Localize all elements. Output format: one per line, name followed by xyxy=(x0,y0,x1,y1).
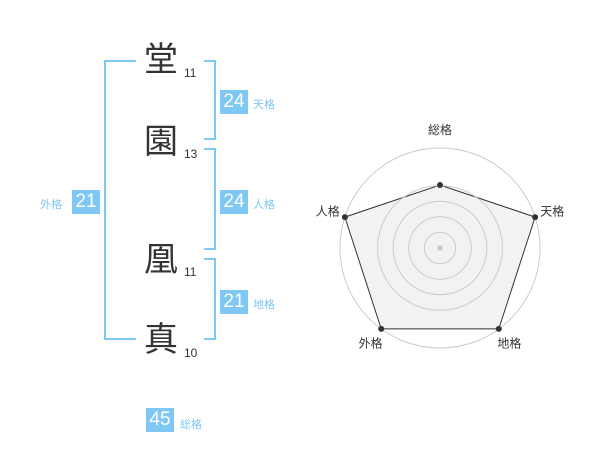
radar-point xyxy=(437,182,443,188)
chikaku-bracket xyxy=(204,258,216,340)
gaikaku-label: 外格 xyxy=(40,198,62,211)
radar-grid-ring xyxy=(408,216,472,280)
chikaku-label: 地格 xyxy=(253,298,275,311)
radar-grid-ring xyxy=(423,231,457,265)
tenkaku-label: 天格 xyxy=(253,98,275,111)
jinkaku-value: 24 xyxy=(220,190,248,214)
radar-point xyxy=(341,214,348,221)
radar-point xyxy=(495,325,502,332)
name-char-4: 真 xyxy=(144,320,178,360)
stroke-count-3: 11 xyxy=(184,265,197,279)
radar-axis-label: 人格 xyxy=(316,204,340,219)
name-char-2: 園 xyxy=(144,122,178,162)
radar-grid-ring xyxy=(392,200,488,296)
soukaku-label: 総格 xyxy=(180,418,202,431)
stroke-count-4: 10 xyxy=(184,346,198,360)
radar-point xyxy=(532,214,539,221)
name-char-3: 凰 xyxy=(144,240,178,280)
chikaku-value: 21 xyxy=(220,290,248,314)
radar-polygon xyxy=(344,184,536,330)
gaikaku-value: 21 xyxy=(72,190,100,214)
soukaku-value: 45 xyxy=(146,408,174,432)
gaikaku-bracket xyxy=(104,60,136,340)
radar-axis-label: 外格 xyxy=(359,335,383,350)
stroke-count-2: 13 xyxy=(184,147,198,161)
radar-center-dot xyxy=(437,245,443,251)
radar-axis-label: 天格 xyxy=(540,204,564,219)
tenkaku-value: 24 xyxy=(220,90,248,114)
jinkaku-bracket xyxy=(204,148,216,250)
tenkaku-bracket xyxy=(204,60,216,140)
stroke-count-1: 11 xyxy=(184,66,197,80)
radar-axis-label: 総格 xyxy=(428,122,452,137)
jinkaku-label: 人格 xyxy=(253,198,275,211)
name-char-1: 堂 xyxy=(144,40,178,80)
radar-point xyxy=(378,325,385,332)
radar-axis-label: 地格 xyxy=(497,335,521,350)
